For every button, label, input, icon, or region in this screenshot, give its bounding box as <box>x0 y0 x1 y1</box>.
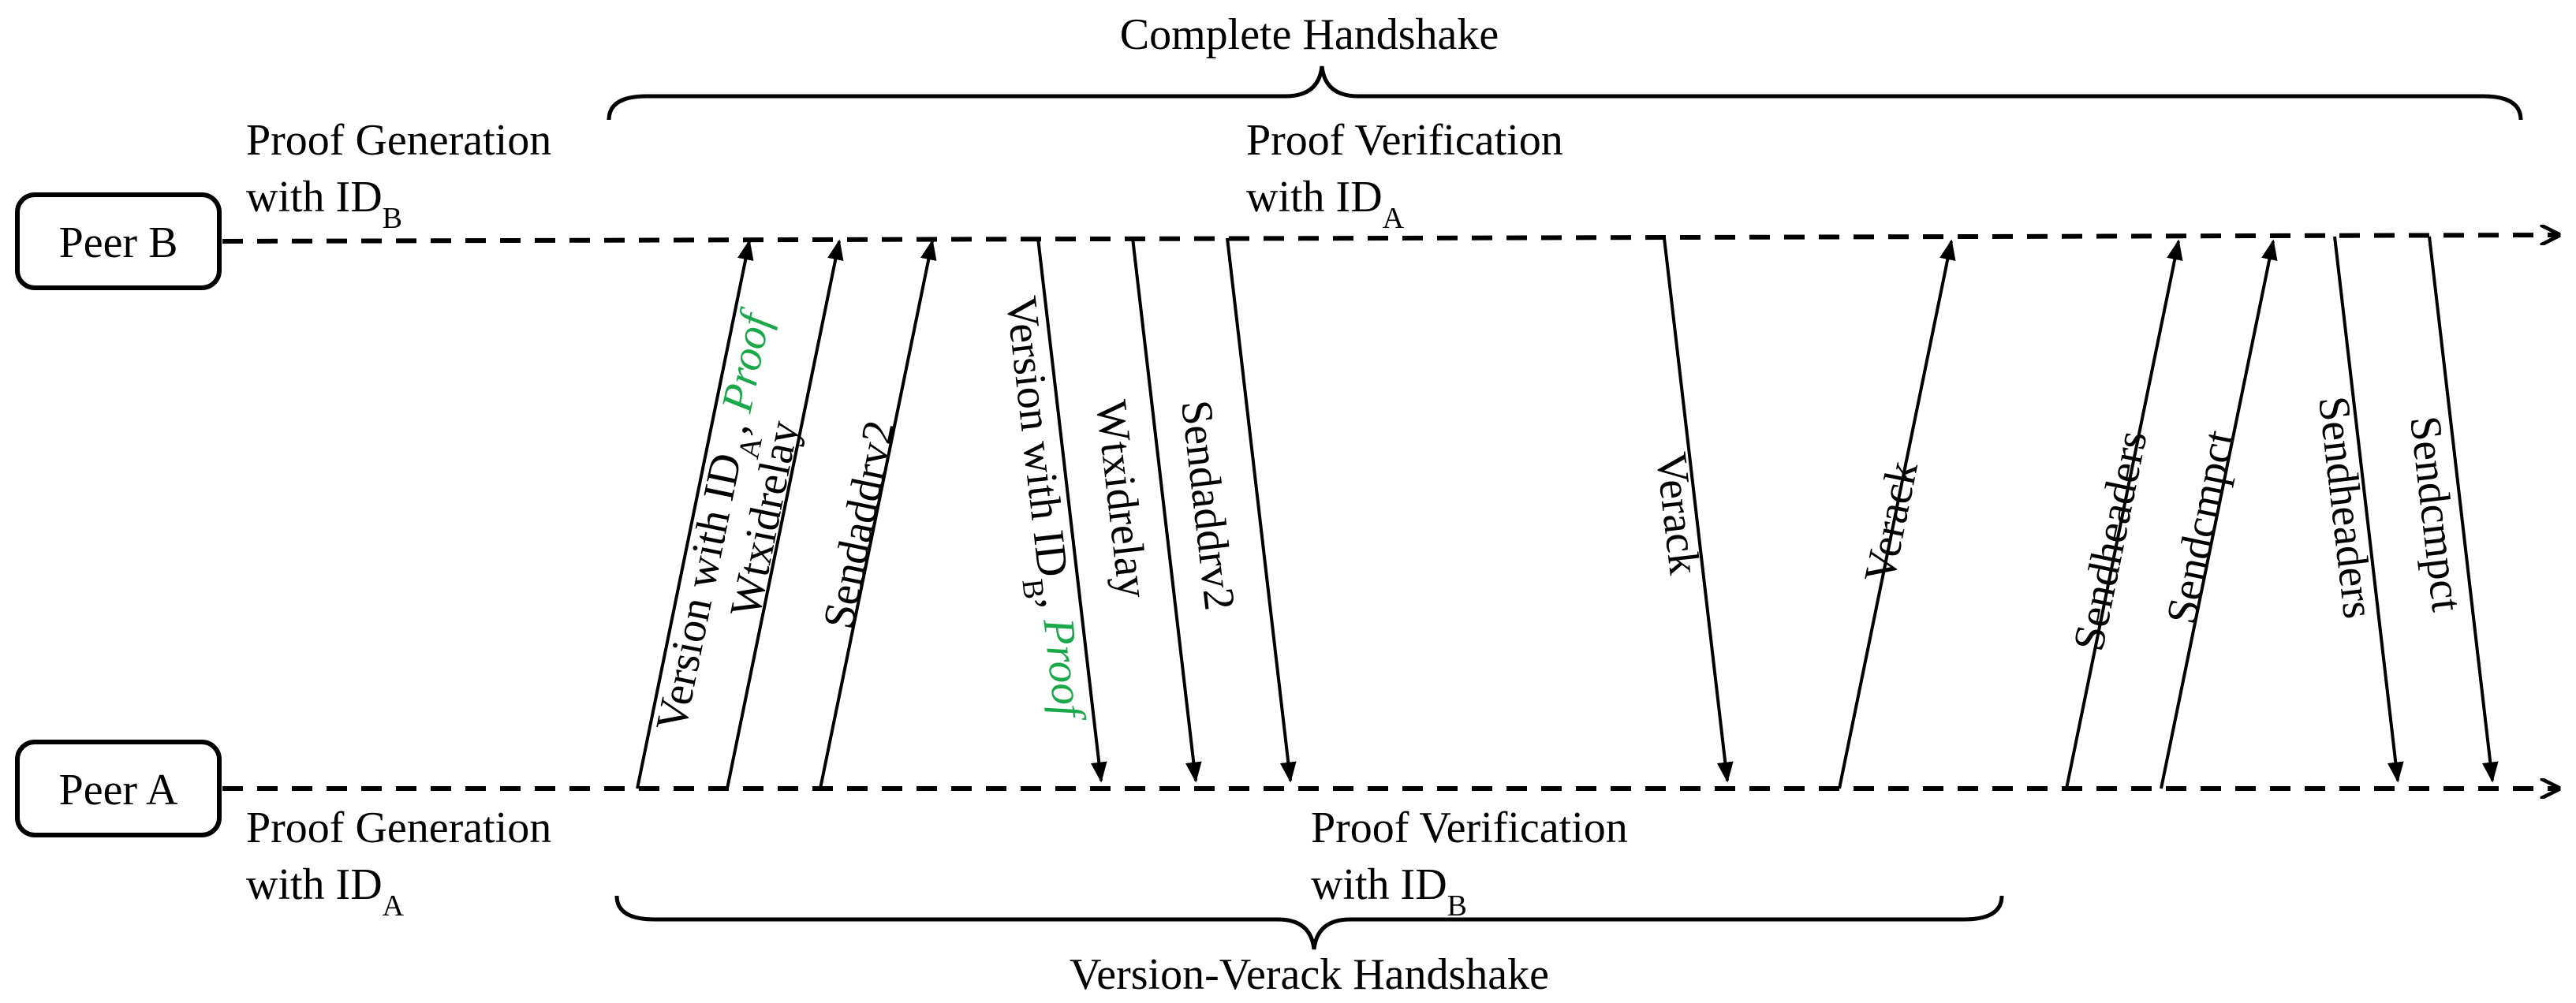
msg-arrow-sendaddrv2-b-to-a <box>1226 237 1297 783</box>
proof-generation-a-line1: Proof Generation <box>246 804 551 852</box>
msg-arrow-version-b-to-a <box>1036 237 1107 783</box>
proof-generation-a-with: with ID <box>246 860 383 909</box>
msg-label-sendheaders-a-to-b: Sendheaders <box>2064 427 2157 655</box>
peer-a-label: Peer A <box>59 766 178 815</box>
msg-arrow-version-a-to-b <box>636 239 754 789</box>
version-verack-label: Version-Verack Handshake <box>1070 950 1549 999</box>
peer-a-box <box>15 740 222 837</box>
proof-generation-a-sub: A <box>383 889 405 923</box>
version-verack-brace <box>614 895 2004 950</box>
msg-label-sendaddrv2-b-to-a: Sendaddrv2 <box>1171 397 1244 613</box>
msg-label-verack-b-to-a: Verack <box>1646 449 1708 577</box>
proof-verification-b-line1: Proof Verification <box>1311 804 1628 852</box>
proof-verification-b-sub: B <box>1447 889 1467 923</box>
msg-arrow-verack-b-to-a <box>1663 237 1734 783</box>
peer-b-timeline <box>222 235 2559 241</box>
msg-label-wtxidrelay-b-to-a: Wtxidrelay <box>1086 397 1158 600</box>
version-b-proof: Proof <box>1033 615 1094 725</box>
msg-arrow-wtxidrelay-a-to-b <box>726 239 844 789</box>
version-a-proof: Proof <box>712 304 782 417</box>
proof-generation-b-line2: with IDB <box>246 173 402 235</box>
proof-verification-a-with: with ID <box>1246 173 1383 222</box>
msg-arrow-wtxidrelay-b-to-a <box>1131 237 1202 783</box>
msg-arrow-sendcmpct-a-to-b <box>2160 239 2278 789</box>
complete-handshake-label: Complete Handshake <box>1120 10 1499 59</box>
msg-label-sendcmpct-a-to-b: Sendcmpct <box>2157 426 2245 628</box>
msg-arrow-sendheaders-b-to-a <box>2333 236 2404 783</box>
msg-label-verack-a-to-b: Verack <box>1855 457 1928 587</box>
msg-arrow-sendheaders-a-to-b <box>2065 239 2183 789</box>
version-b-sub: B <box>1015 577 1051 601</box>
proof-generation-b-sub: B <box>383 202 402 235</box>
msg-arrow-sendaddrv2-a-to-b <box>819 239 937 789</box>
msg-label-sendcmpct-b-to-a: Sendcmpct <box>2400 413 2471 614</box>
proof-verification-a-line1: Proof Verification <box>1246 116 1563 165</box>
proof-generation-b-line1: Proof Generation <box>246 116 551 165</box>
version-b-main: Version with ID <box>996 293 1077 580</box>
proof-verification-a-line2: with IDA <box>1246 173 1405 235</box>
proof-verification-b-with: with ID <box>1311 860 1447 909</box>
msg-label-sendheaders-b-to-a: Sendheaders <box>2309 393 2383 621</box>
msg-arrow-verack-a-to-b <box>1838 239 1956 789</box>
peer-b-box <box>15 192 222 290</box>
peer-b-label: Peer B <box>59 218 178 267</box>
proof-generation-a-line2: with IDA <box>246 860 405 923</box>
msg-label-version-b-to-a: Version with IDB, Proof <box>983 293 1094 727</box>
proof-verification-a-sub: A <box>1383 202 1405 235</box>
msg-label-sendaddrv2-a-to-b: Sendaddrv2 <box>814 416 905 633</box>
complete-handshake-brace <box>607 65 2523 121</box>
msg-arrow-sendcmpct-b-to-a <box>2428 236 2499 783</box>
proof-verification-b-line2: with IDB <box>1311 860 1467 923</box>
proof-generation-b-with: with ID <box>246 173 383 222</box>
